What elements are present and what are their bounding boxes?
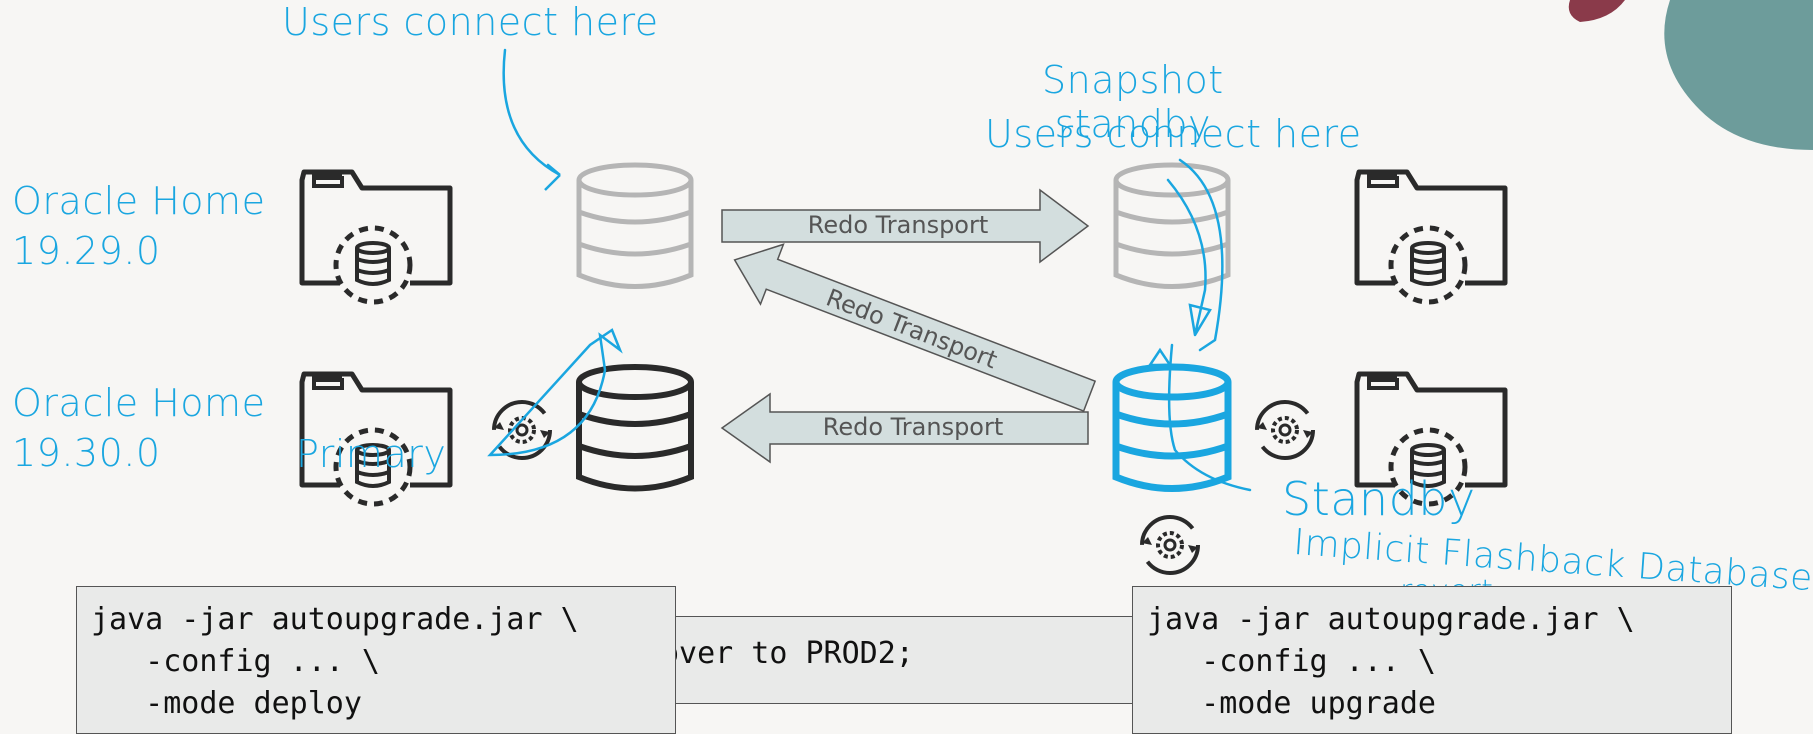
oracle-home-folder-icon-3 [1357, 172, 1505, 302]
maroon-blob [1568, 0, 1625, 22]
upgrade-gear-icon-right [1255, 400, 1315, 460]
primary-label: Primary [296, 432, 447, 476]
snapshot-standby-label: Snapshot standby [1042, 58, 1224, 146]
code-box-upgrade: java -jar autoupgrade.jar \ -config ... … [1132, 586, 1732, 734]
upgrade-gear-icon-left [492, 400, 552, 460]
decorative-shapes [1568, 0, 1813, 150]
redo-transport-arrow-top: Redo Transport [721, 188, 1090, 264]
oracle-home-folder-icon-1 [302, 172, 450, 302]
users-connect-here-label-right: Users connect here [985, 112, 1362, 156]
code-box-switchover: over to PROD2; [660, 616, 1140, 704]
redo-label-bottom: Redo Transport [823, 413, 1004, 441]
code-box-deploy: java -jar autoupgrade.jar \ -config ... … [76, 586, 676, 734]
oracle-home-label-2: Oracle Home 19.30.0 [12, 381, 266, 475]
oracle-home-label-1: Oracle Home 19.29.0 [12, 179, 266, 273]
teal-blob [1664, 0, 1813, 150]
standby-label: Standby [1282, 472, 1476, 526]
pen-annotation-strokes [487, 48, 1252, 492]
primary-database-icon [576, 364, 694, 492]
redo-transport-arrow-bottom: Redo Transport [720, 392, 1089, 464]
standby-database-icon [1112, 363, 1232, 492]
redo-label-top: Redo Transport [808, 211, 989, 239]
upgrade-gear-icon-bottom [1140, 515, 1200, 575]
database-icon-top-left [576, 162, 694, 289]
redo-label-diagonal: Redo Transport [822, 284, 1001, 375]
users-connect-here-label-top: Users connect here [282, 0, 659, 44]
